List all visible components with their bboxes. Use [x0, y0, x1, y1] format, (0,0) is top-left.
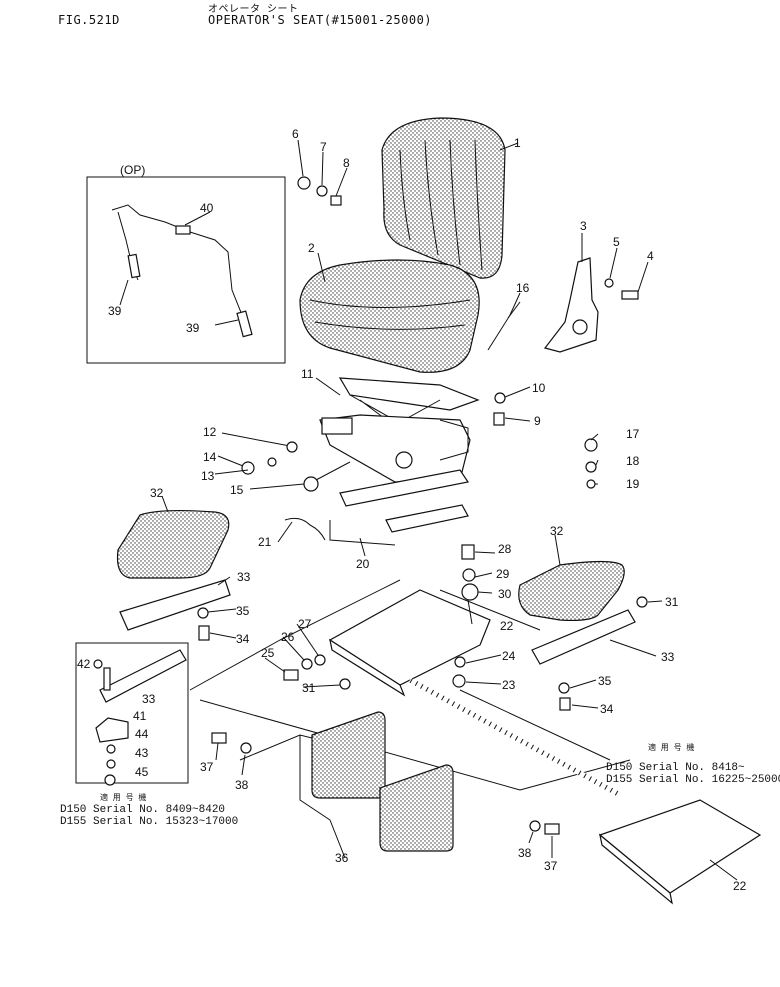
callout-19: 19 — [626, 477, 640, 491]
seat-back-cushion — [381, 117, 506, 279]
callout-10: 10 — [532, 381, 546, 395]
backrest-bracket — [543, 257, 599, 353]
seat-mount-plate — [328, 589, 491, 686]
bolt — [621, 290, 639, 300]
callout-12: 12 — [203, 425, 217, 439]
callout-38-left: 38 — [235, 778, 249, 792]
washer — [316, 185, 328, 197]
callout-15: 15 — [230, 483, 244, 497]
serial-right-line2: D155 Serial No. 16225~25000 — [606, 774, 780, 786]
figure-number: FIG.521D — [58, 13, 120, 27]
callout-13: 13 — [201, 469, 215, 483]
serial-left-line2: D155 Serial No. 15323~17000 — [60, 816, 238, 828]
armrest-bracket-right — [531, 609, 636, 665]
callout-26: 26 — [281, 630, 295, 644]
callout-7: 7 — [320, 140, 327, 154]
callout-29: 29 — [496, 567, 510, 581]
callout-6: 6 — [292, 127, 299, 141]
callout-16: 16 — [516, 281, 530, 295]
callout-9: 9 — [534, 414, 541, 428]
callout-numbers: 1 2 3 4 5 6 7 8 9 10 11 12 13 14 15 16 1… — [77, 127, 747, 893]
option-seatbelt-box: (OP) — [86, 163, 286, 364]
armrest-right — [518, 560, 625, 622]
callout-25: 25 — [261, 646, 275, 660]
bolt-long — [257, 439, 291, 447]
callout-33-detail: 33 — [142, 692, 156, 706]
callout-32-right: 32 — [550, 524, 564, 538]
callout-37-left: 37 — [200, 760, 214, 774]
svg-text:適 用 号 機: 適 用 号 機 — [100, 792, 146, 803]
callout-41: 41 — [133, 709, 147, 723]
callout-18: 18 — [626, 454, 640, 468]
lever-knob — [303, 476, 319, 492]
callout-24: 24 — [502, 649, 516, 663]
detail-box-left — [75, 642, 189, 784]
callout-39-left: 39 — [108, 304, 122, 318]
callout-31-right: 31 — [665, 595, 679, 609]
callout-32-left: 32 — [150, 486, 164, 500]
option-label: (OP) — [120, 163, 145, 177]
nut — [297, 176, 311, 190]
callout-27: 27 — [298, 617, 312, 631]
callout-33-right: 33 — [661, 650, 675, 664]
diagram-title: OPERATOR'S SEAT(#15001-25000) — [208, 13, 433, 27]
callout-35-right: 35 — [598, 674, 612, 688]
callout-20: 20 — [356, 557, 370, 571]
callout-28: 28 — [498, 542, 512, 556]
callout-34-left: 34 — [236, 632, 250, 646]
callout-30: 30 — [498, 587, 512, 601]
callout-22-mount: 22 — [500, 619, 514, 633]
callout-43: 43 — [135, 746, 149, 760]
callout-42: 42 — [77, 657, 91, 671]
callout-14: 14 — [203, 450, 217, 464]
callout-35-left: 35 — [236, 604, 250, 618]
seat-cushion — [299, 259, 480, 373]
clip — [330, 195, 342, 206]
callout-2: 2 — [308, 241, 315, 255]
floor-pad-lower — [379, 764, 454, 852]
title-japanese: オペレータ シート — [208, 4, 299, 15]
serial-right-line1: D150 Serial No. 8418~ — [606, 762, 745, 774]
callout-5: 5 — [613, 235, 620, 249]
callout-33-left: 33 — [237, 570, 251, 584]
callout-1: 1 — [514, 136, 521, 150]
seat-belt — [111, 204, 253, 336]
callout-40: 40 — [200, 201, 214, 215]
callout-38-right: 38 — [518, 846, 532, 860]
armrest-bracket-left — [119, 579, 231, 631]
serial-note-left: 適 用 号 機 D150 Serial No. 8409~8420 D155 S… — [60, 792, 238, 828]
serial-note-right: 適 用 号 機 D150 Serial No. 8418~ D155 Seria… — [606, 742, 780, 786]
callout-44: 44 — [135, 727, 149, 741]
callout-23: 23 — [502, 678, 516, 692]
callout-8: 8 — [343, 156, 350, 170]
callout-37-right: 37 — [544, 859, 558, 873]
armrest-left — [116, 509, 230, 579]
seat-suspension — [319, 377, 480, 483]
damper — [487, 311, 513, 351]
callout-31-left: 31 — [302, 681, 316, 695]
callout-4: 4 — [647, 249, 654, 263]
callout-11: 11 — [301, 367, 314, 381]
callout-3: 3 — [580, 219, 587, 233]
callout-34-right: 34 — [600, 702, 614, 716]
callout-45: 45 — [135, 765, 149, 779]
floor-strip — [408, 677, 622, 798]
callout-36: 36 — [335, 851, 349, 865]
slide-rail-lower — [385, 504, 469, 533]
callout-39-right: 39 — [186, 321, 200, 335]
serial-left-line1: D150 Serial No. 8409~8420 — [60, 804, 225, 816]
floor-pad-upper — [311, 711, 386, 799]
callout-22-alt: 22 — [733, 879, 747, 893]
callout-17: 17 — [626, 427, 640, 441]
svg-text:適 用 号 機: 適 用 号 機 — [648, 742, 694, 753]
callout-21: 21 — [258, 535, 272, 549]
slide-rail-upper — [339, 469, 469, 507]
leader-lines — [119, 139, 738, 881]
